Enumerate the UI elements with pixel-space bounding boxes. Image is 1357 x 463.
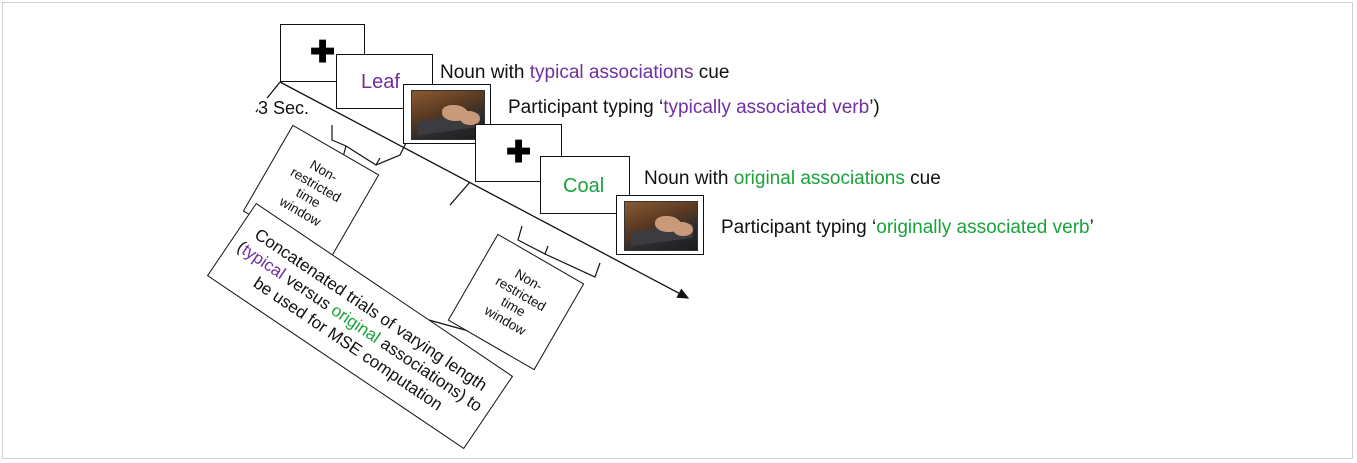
cue-label-1: Noun with typical associations cue bbox=[440, 62, 730, 83]
cue-screen-1: Leaf bbox=[336, 54, 433, 109]
fixation-screen-2: ✚ bbox=[475, 124, 562, 182]
window-bracket bbox=[517, 225, 601, 278]
keyboard-typing-photo bbox=[411, 90, 485, 140]
duration-label: 3 Sec. bbox=[258, 98, 310, 119]
cue-word-leaf: Leaf bbox=[361, 71, 400, 93]
timeline-tick bbox=[449, 181, 471, 206]
plus-cross-icon: ✚ bbox=[310, 36, 336, 69]
cue-label-2: Noun with original associations cue bbox=[644, 168, 941, 189]
response-label-2: Participant typing ‘originally associate… bbox=[721, 217, 1094, 238]
plus-cross-icon: ✚ bbox=[506, 136, 532, 169]
cue-word-coal: Coal bbox=[563, 175, 605, 197]
timeline-axis bbox=[279, 81, 690, 299]
fixation-screen-1: ✚ bbox=[280, 24, 365, 82]
response-screen-2 bbox=[616, 195, 704, 255]
cue-screen-2: Coal bbox=[540, 156, 630, 214]
response-label-1: Participant typing ‘typically associated… bbox=[508, 97, 880, 118]
keyboard-typing-photo bbox=[624, 201, 698, 251]
window-bracket bbox=[375, 142, 407, 166]
